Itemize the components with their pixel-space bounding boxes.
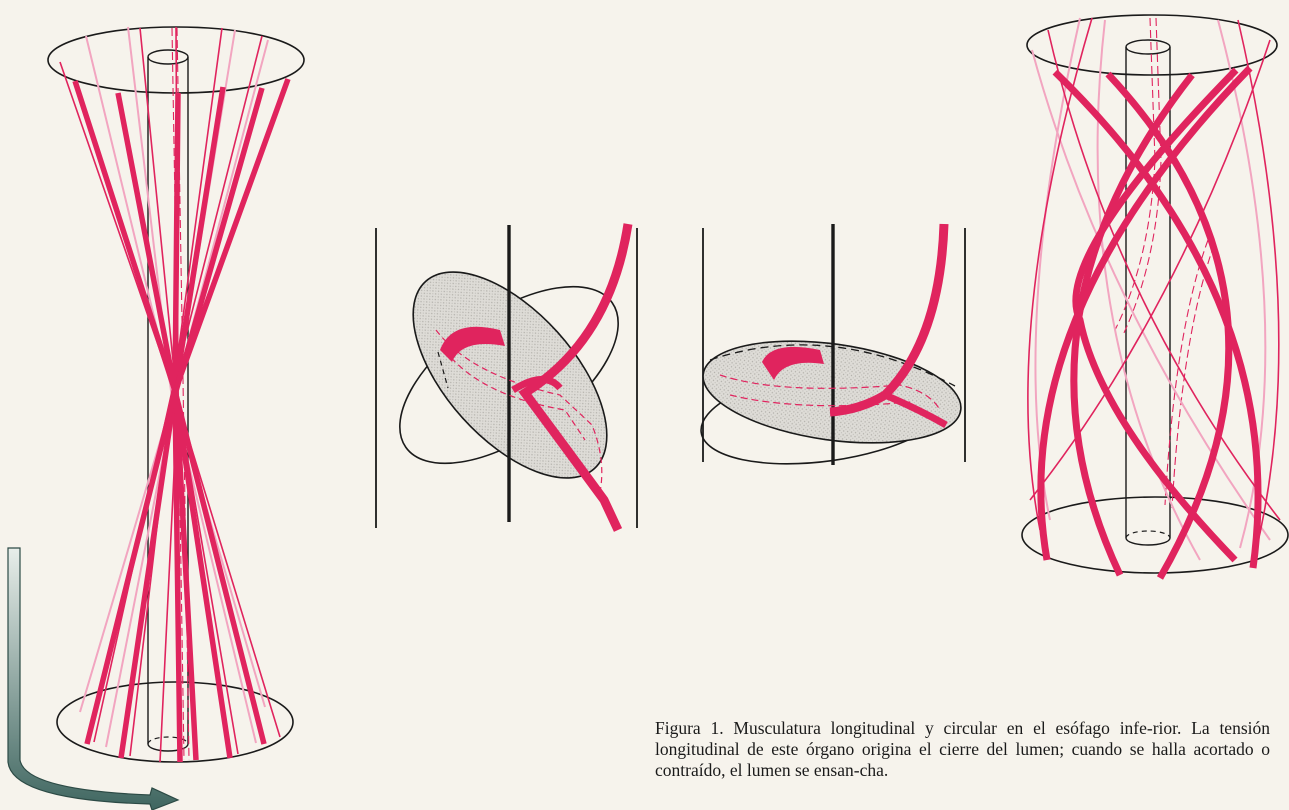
- rotation-arrow-icon: [8, 548, 178, 810]
- hourglass-left: [48, 27, 304, 762]
- thin-fibers-right: [1028, 18, 1280, 555]
- twisted-musculature-right: [1022, 15, 1288, 578]
- figure-caption: Figura 1. Musculatura longitudinal y cir…: [655, 718, 1270, 781]
- sphincter-diagram-2: [695, 224, 968, 478]
- back-fibers-right: [1032, 18, 1270, 560]
- sphincter-diagram-1: [370, 224, 648, 530]
- thick-fibers-right: [1041, 68, 1258, 578]
